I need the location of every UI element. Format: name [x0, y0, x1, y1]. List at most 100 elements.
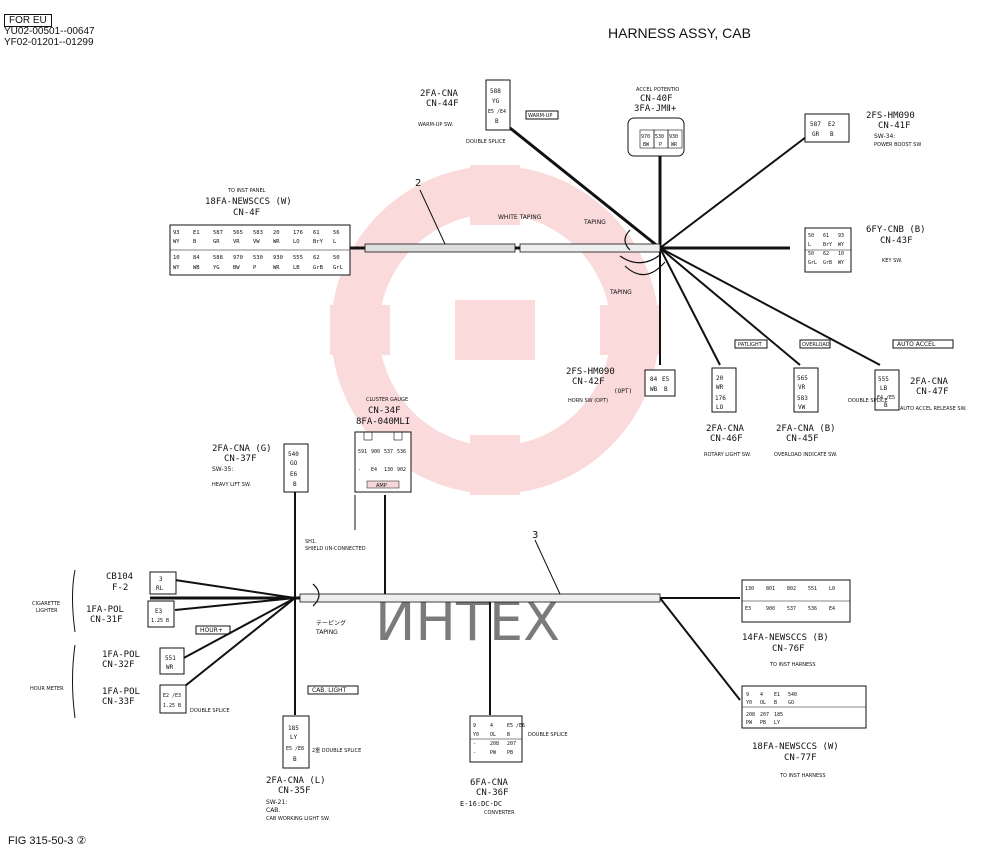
cn31f-id: CN-31F — [90, 615, 123, 625]
connector-cn31f: CIGARETTE LIGHTER 1FA-POL CN-31F E3 1.25… — [32, 600, 175, 628]
cn44f-id: CN-44F — [426, 99, 459, 109]
cn37f-pin: 540 — [288, 451, 299, 458]
cn35f-type: 2FA-CNA (L) — [266, 776, 326, 786]
cn4f-pin: WR — [273, 265, 280, 271]
cn4f-pin: WY — [173, 265, 180, 271]
hour-meter-label: HOUR METER — [30, 686, 64, 692]
cn4f-pin: E1 — [193, 230, 200, 236]
cn4f-pin: L — [333, 239, 337, 245]
cn77f-pin: GO — [788, 700, 794, 706]
shield-label: SH1. — [305, 539, 317, 545]
cn41f-pin: B — [830, 131, 834, 138]
cn77f-id: CN-77F — [784, 753, 817, 763]
cn46f-pin: WR — [716, 384, 724, 391]
cn36f-pin: - — [473, 741, 476, 747]
cn4f-pin: WY — [173, 239, 180, 245]
cn40f-pin: P — [659, 142, 662, 148]
cn4f-pin: YG — [213, 265, 220, 271]
cn35f-desc: SW-21: — [266, 799, 287, 806]
cn40f-title: ACCEL POTENTIO — [636, 87, 679, 93]
cn33f-pin: 1.25 B — [163, 703, 181, 709]
cn37f-desc: SW-35: — [212, 466, 233, 473]
cn44f-tag: WARM-UP — [528, 113, 552, 119]
diagram-title: HARNESS ASSY, CAB — [608, 25, 751, 41]
cn40f-pin: 530 — [655, 134, 664, 140]
cn40f-pin: WR — [671, 142, 678, 148]
cn41f-pin: 587 — [810, 121, 821, 128]
cn46f-pin: 20 — [716, 375, 724, 382]
cn4f-pin: 930 — [273, 255, 283, 261]
cn41f-desc: SW-34: — [874, 133, 895, 140]
cn36f-pin: Y0 — [473, 732, 479, 738]
cn76f-pin: 801 — [766, 586, 775, 592]
cn34f-pin: 536 — [397, 449, 406, 455]
cn4f-pin: 587 — [213, 230, 223, 236]
connector-cn41f: 587 E2 GR B 2FS-HM090 CN-41F SW-34: POWE… — [804, 111, 921, 148]
cn41f-id: CN-41F — [878, 121, 911, 131]
cn41f-desc2: POWER BOOST SW — [874, 142, 921, 148]
cn4f-pin: 565 — [233, 230, 243, 236]
cn4f-pin: 50 — [333, 255, 340, 261]
cn43f-pin: WY — [838, 260, 844, 266]
cn34f-id: CN-34F — [368, 406, 401, 416]
cb104-pin: 3 — [159, 576, 163, 583]
cn36f-pin: OL — [490, 732, 496, 738]
cn33f-pin: E2 /E3 — [163, 693, 181, 699]
serial-range-2: YF02-01201--01299 — [4, 37, 94, 48]
cn34f-type: 8FA-040MLI — [356, 417, 410, 427]
cn4f-pin: 20 — [273, 230, 280, 236]
cn34f-pin: 902 — [397, 467, 406, 473]
cn77f-type: 18FA-NEWSCCS (W) — [752, 742, 839, 752]
connector-cn44f: 2FA-CNA CN-44F WARM-UP SW. DOUBLE SPLICE… — [418, 79, 559, 145]
cn4f-pin: 530 — [253, 255, 263, 261]
cn4f-pin: 176 — [293, 230, 303, 236]
cn77f-pin: 540 — [788, 692, 797, 698]
cn34f-pin: - — [358, 467, 361, 473]
cn40f-type: 3FA-JMⅡ+ — [634, 104, 677, 114]
cn34f-pin: 591 — [358, 449, 367, 455]
cn35f-tag: CAB. LIGHT — [312, 687, 346, 694]
for-eu-tag: FOR EU — [4, 10, 52, 28]
cn4f-pin: 61 — [313, 230, 320, 236]
cn4f-pin: 555 — [293, 255, 303, 261]
cn76f-pin: E4 — [829, 606, 835, 612]
cn36f-pin: PW — [490, 750, 497, 756]
cn42f-pin: B — [664, 386, 668, 393]
cn35f-pin: E5 /E8 — [286, 746, 304, 752]
cn77f-pin: 4 — [760, 692, 763, 698]
cn46f-pin: 176 — [715, 395, 726, 402]
cn36f-pin: PB — [507, 750, 513, 756]
cn43f-desc: KEY SW. — [882, 258, 903, 264]
cn36f-pin: 207 — [507, 741, 516, 747]
connector-cn40f: ACCEL POTENTIO CN-40F 3FA-JMⅡ+ 970 530 9… — [627, 87, 685, 157]
cn43f-pin: L — [808, 242, 811, 248]
cn45f-id: CN-45F — [786, 434, 819, 444]
cn44f-pin: B — [495, 118, 499, 125]
cn4f-pin: P — [253, 265, 257, 271]
cn32f-type: 1FA-POL — [102, 650, 140, 660]
lighter-label: LIGHTER — [36, 608, 58, 614]
connector-cn42f: 2FS-HM090 CN-42F (OPT) HORN SW (OPT) 84 … — [566, 367, 676, 404]
cn76f-id: CN-76F — [772, 644, 805, 654]
cn47f-pin: 555 — [878, 376, 889, 383]
cn47f-pin: LB — [880, 385, 888, 392]
cn32f-pin: 551 — [165, 655, 176, 662]
cn4f-pin: WB — [193, 265, 200, 271]
cn40f-pin: 970 — [641, 134, 650, 140]
wire-label-2: 2 — [415, 178, 421, 189]
taping-label-jp: テーピング — [316, 619, 346, 627]
cn32f-id: CN-32F — [102, 660, 135, 670]
cn33f-id: CN-33F — [102, 697, 135, 707]
cn44f-pin: YG — [492, 98, 500, 105]
cn34f-pin: E4 — [371, 467, 377, 473]
connector-cn32f: HOUR+ 1FA-POL CN-32F 551 WR — [102, 625, 231, 675]
cn76f-pin: 900 — [766, 606, 775, 612]
cn47f-desc: AUTO ACCEL RELEASE SW. — [900, 406, 967, 412]
cn4f-type: 18FA-NEWSCCS (W) — [205, 197, 292, 207]
cn33f-note: DOUBLE SPLICE — [190, 708, 230, 714]
connector-cb104: CB104 F-2 3 RL — [106, 571, 177, 595]
